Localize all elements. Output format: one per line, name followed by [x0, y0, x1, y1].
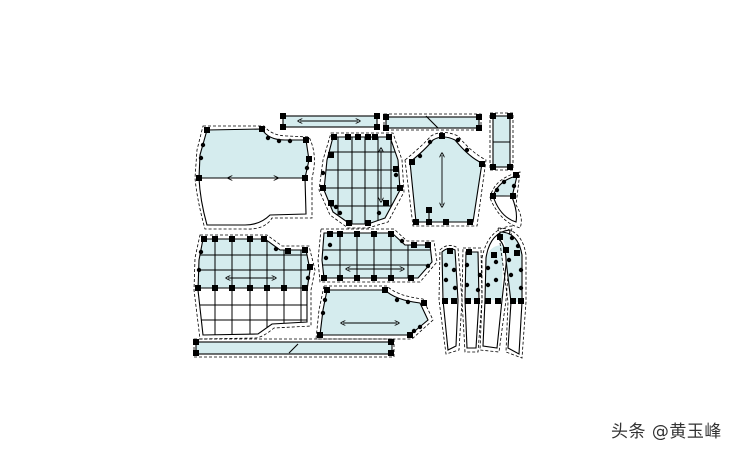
pattern-piece-lower-panel[interactable]: [315, 285, 434, 340]
pattern-piece-top-strip[interactable]: [280, 113, 380, 130]
pattern-piece-narrow-curved-strips[interactable]: [438, 225, 527, 359]
pattern-piece-second-strip[interactable]: [383, 113, 482, 131]
pattern-piece-vertical-strip[interactable]: [489, 112, 514, 171]
pattern-piece-small-curved[interactable]: [489, 171, 522, 229]
pattern-piece-front-bodice[interactable]: [194, 125, 315, 230]
pattern-piece-sleeve[interactable]: [404, 132, 487, 227]
watermark-text: 头条 @黄玉峰: [611, 422, 722, 442]
pattern-piece-round-panel[interactable]: [318, 130, 405, 230]
pattern-piece-back-bodice[interactable]: [190, 230, 316, 340]
pattern-piece-middle-panel[interactable]: [315, 225, 440, 285]
pattern-piece-bottom-strip[interactable]: [193, 338, 395, 358]
